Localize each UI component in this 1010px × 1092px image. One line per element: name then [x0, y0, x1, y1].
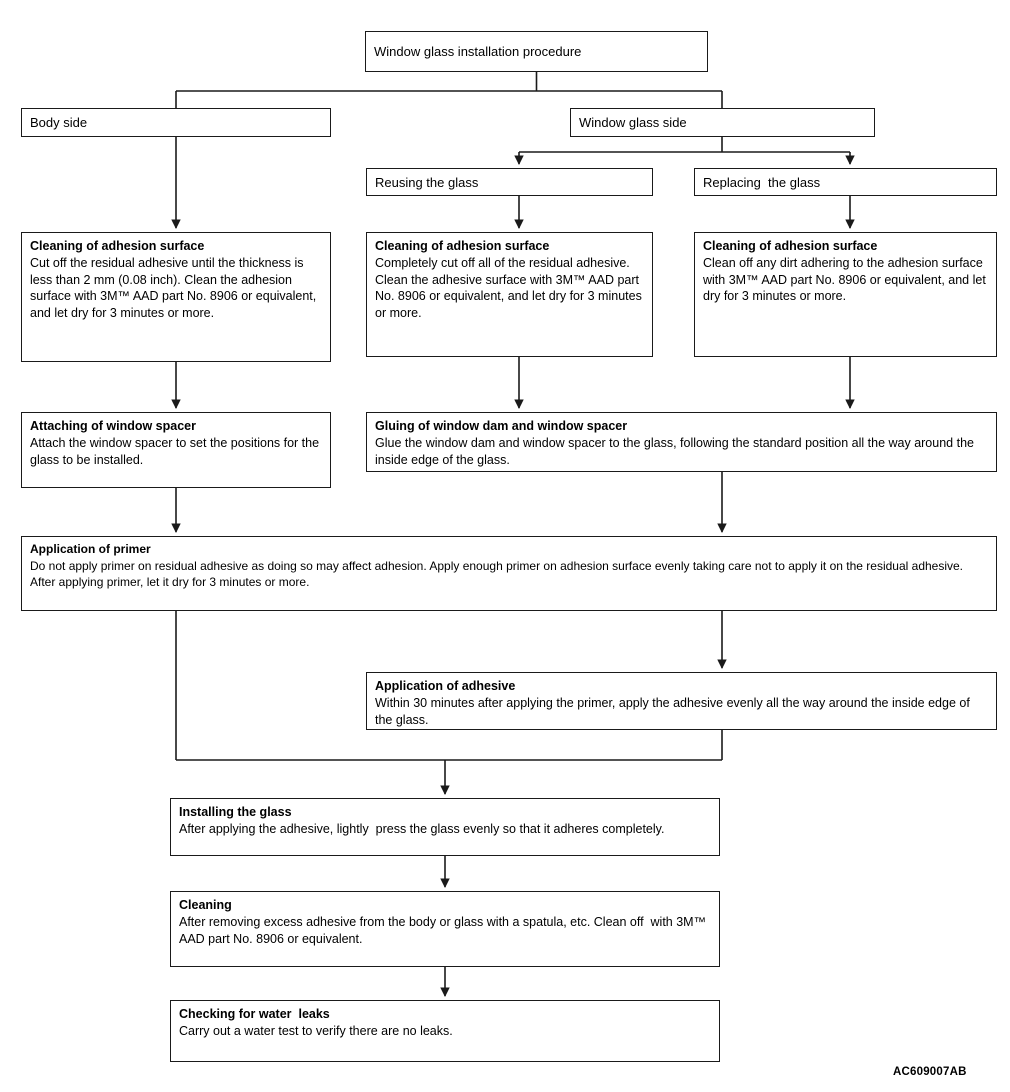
node-root-title: Window glass installation procedure: [374, 44, 582, 59]
node-attaching-window-spacer: Attaching of window spacer Attach the wi…: [21, 412, 331, 488]
node-title: Application of adhesive: [375, 679, 516, 693]
node-title: Cleaning: [179, 898, 232, 912]
node-title: Gluing of window dam and window spacer: [375, 419, 628, 433]
node-title: Cleaning of adhesion surface: [703, 239, 878, 253]
node-reusing-the-glass: Reusing the glass: [366, 168, 653, 196]
node-title: Cleaning of adhesion surface: [30, 239, 205, 253]
node-root: Window glass installation procedure: [365, 31, 708, 72]
node-replacing-the-glass: Replacing the glass: [694, 168, 997, 196]
node-body: Cut off the residual adhesive until the …: [30, 256, 320, 320]
node-replacing-the-glass-title: Replacing the glass: [703, 175, 821, 190]
node-title: Installing the glass: [179, 805, 292, 819]
node-cleaning-adhesion-surface-body: Cleaning of adhesion surface Cut off the…: [21, 232, 331, 362]
node-body: After removing excess adhesive from the …: [179, 915, 709, 946]
node-reusing-the-glass-title: Reusing the glass: [375, 175, 479, 190]
node-application-of-adhesive: Application of adhesive Within 30 minute…: [366, 672, 997, 730]
node-body: After applying the adhesive, lightly pre…: [179, 822, 665, 836]
node-application-of-primer: Application of primer Do not apply prime…: [21, 536, 997, 611]
node-checking-for-water-leaks: Checking for water leaks Carry out a wat…: [170, 1000, 720, 1062]
node-body: Carry out a water test to verify there a…: [179, 1024, 453, 1038]
node-body-side: Body side: [21, 108, 331, 137]
node-title: Application of primer: [30, 542, 151, 556]
node-installing-the-glass: Installing the glass After applying the …: [170, 798, 720, 856]
node-title: Cleaning of adhesion surface: [375, 239, 550, 253]
node-body: Clean off any dirt adhering to the adhes…: [703, 256, 990, 303]
node-body: Within 30 minutes after applying the pri…: [375, 696, 974, 727]
node-body-side-title: Body side: [30, 115, 88, 130]
node-body: Glue the window dam and window spacer to…: [375, 436, 978, 467]
node-title: Checking for water leaks: [179, 1007, 330, 1021]
figure-code-label: AC609007AB: [893, 1066, 967, 1078]
node-cleaning-adhesion-surface-replace: Cleaning of adhesion surface Clean off a…: [694, 232, 997, 357]
node-gluing-window-dam-and-spacer: Gluing of window dam and window spacer G…: [366, 412, 997, 472]
node-window-glass-side-title: Window glass side: [579, 115, 687, 130]
node-window-glass-side: Window glass side: [570, 108, 875, 137]
node-body: Do not apply primer on residual adhesive…: [30, 559, 966, 589]
node-body: Completely cut off all of the residual a…: [375, 256, 646, 320]
node-cleaning: Cleaning After removing excess adhesive …: [170, 891, 720, 967]
node-title: Attaching of window spacer: [30, 419, 196, 433]
node-body: Attach the window spacer to set the posi…: [30, 436, 323, 467]
node-cleaning-adhesion-surface-reuse: Cleaning of adhesion surface Completely …: [366, 232, 653, 357]
